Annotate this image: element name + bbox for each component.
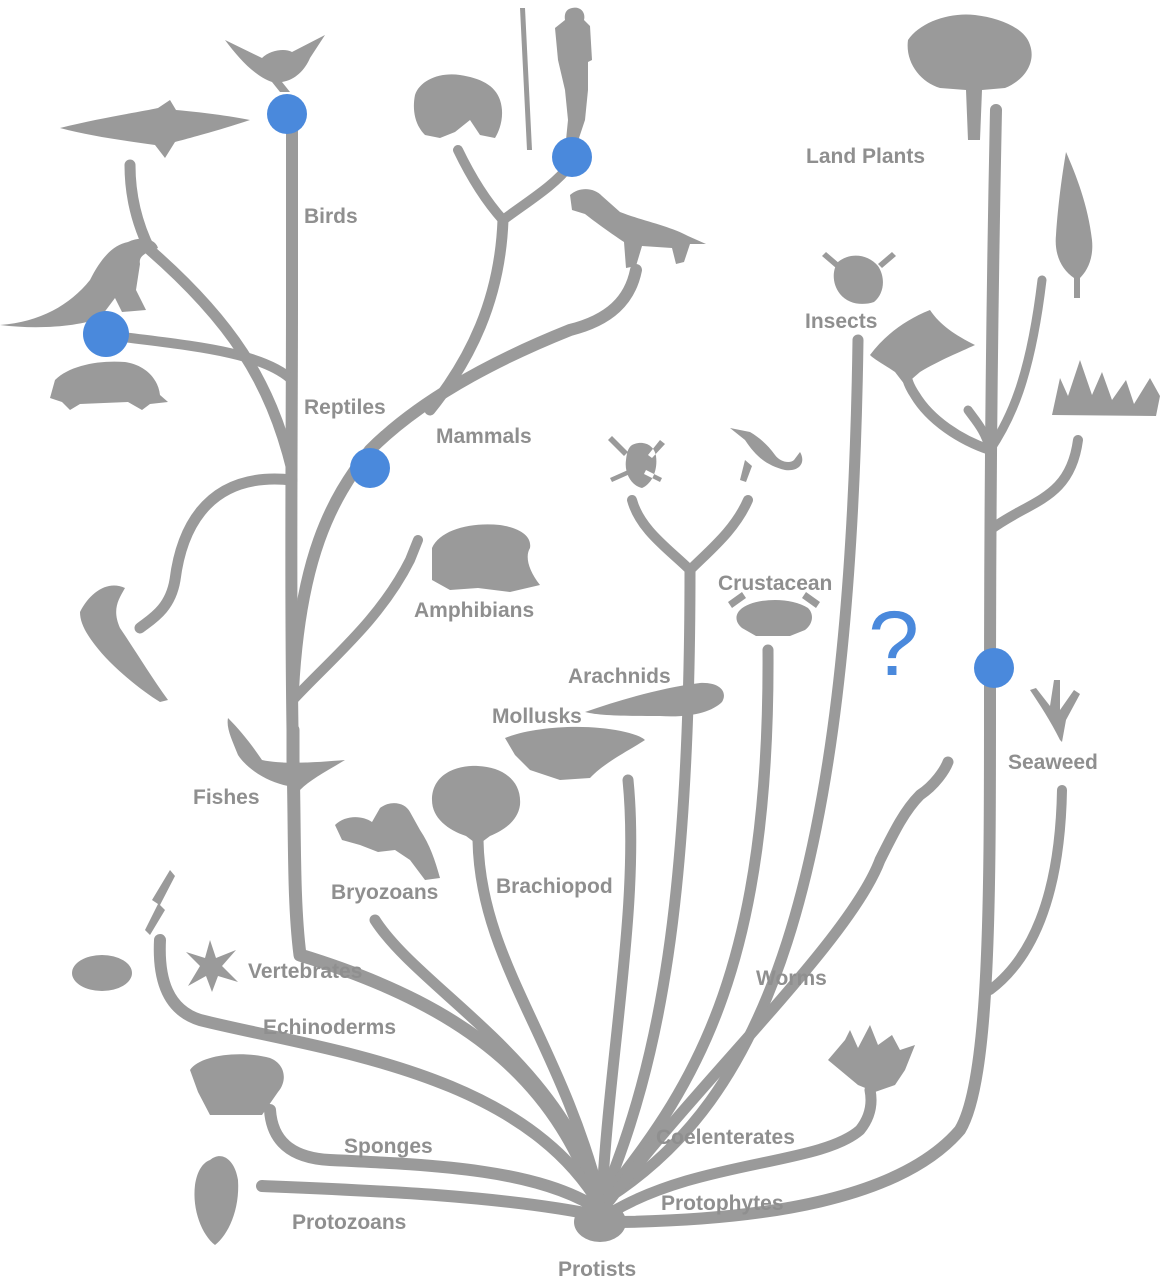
sponge-icon	[190, 1054, 284, 1115]
label-arachnids: Arachnids	[568, 665, 671, 688]
branch-worms	[604, 756, 954, 1206]
conifer-icon	[1055, 152, 1093, 298]
label-land-plants: Land Plants	[806, 145, 925, 168]
label-mammals: Mammals	[436, 425, 532, 448]
coelenterate-icon	[828, 1025, 915, 1092]
crab-icon	[728, 592, 820, 636]
branch-primates	[424, 214, 509, 416]
early-fish-icon	[80, 585, 168, 702]
marker-bird-node	[267, 94, 307, 134]
branch-reptiles	[124, 159, 298, 476]
branch-scorpion	[685, 495, 753, 575]
dinosaur-icon	[0, 238, 158, 328]
branch-early-plant	[963, 405, 995, 455]
label-mollusks: Mollusks	[492, 705, 582, 728]
label-worms: Worms	[756, 967, 827, 990]
taxon-labels: Birds Reptiles Mammals Amphibians Fishes…	[193, 145, 1098, 1281]
label-protists: Protists	[558, 1258, 636, 1281]
human-icon	[520, 7, 592, 151]
branch-protozoans	[256, 1180, 606, 1222]
label-bryozoans: Bryozoans	[331, 881, 438, 904]
seaweed-icon	[1030, 680, 1080, 742]
branch-bryozoans	[369, 914, 606, 1206]
branch-mammals	[287, 264, 642, 696]
marker-plant-node	[974, 648, 1014, 688]
label-sponges: Sponges	[344, 1135, 433, 1158]
beetle-icon	[822, 252, 896, 304]
label-crustacean: Crustacean	[718, 572, 832, 595]
label-fishes: Fishes	[193, 786, 260, 809]
branch-human	[498, 160, 575, 225]
spider-icon	[608, 436, 665, 488]
branches	[103, 104, 1083, 1242]
label-reptiles: Reptiles	[304, 396, 386, 419]
branch-echinoderms	[153, 934, 606, 1211]
turtle-icon	[50, 361, 168, 410]
label-amphibians: Amphibians	[414, 599, 534, 622]
branch-reptile-node	[103, 330, 297, 385]
gorilla-icon	[413, 74, 503, 138]
zebra-icon	[570, 189, 706, 268]
branch-early-fish	[134, 473, 298, 634]
fish-icon	[227, 718, 345, 804]
branch-plant-trunk	[984, 104, 1002, 706]
protozoan-icon	[194, 1156, 239, 1245]
label-seaweed: Seaweed	[1008, 751, 1098, 774]
label-birds: Birds	[304, 205, 358, 228]
nautiloid-icon	[585, 682, 724, 717]
marker-human-node	[552, 137, 592, 177]
label-protozoans: Protozoans	[292, 1211, 406, 1234]
branch-ape	[453, 145, 508, 225]
label-protophytes: Protophytes	[661, 1192, 784, 1215]
branch-protophytes	[614, 694, 996, 1228]
tree-icon	[907, 14, 1032, 140]
branch-spider	[627, 495, 695, 575]
branch-mollusks	[596, 774, 637, 1202]
highlight-markers: ?	[83, 94, 1014, 695]
bryozoan-icon	[335, 803, 440, 880]
label-vertebrates: Vertebrates	[248, 960, 362, 983]
crinoid-icon	[145, 870, 175, 935]
branch-crustacean	[600, 644, 774, 1202]
branch-coelenterates	[606, 1084, 877, 1218]
branch-conifer	[985, 275, 1047, 455]
branch-fern	[901, 360, 995, 455]
branch-insects	[602, 334, 864, 1204]
question-mark: ?	[868, 593, 919, 695]
branch-brachiopod	[472, 834, 606, 1204]
pterosaur-icon	[60, 100, 250, 158]
branch-seaweed	[985, 785, 1067, 995]
starfish-icon	[186, 940, 238, 992]
scorpion-icon	[730, 428, 803, 482]
branch-amphibians	[288, 535, 423, 705]
label-insects: Insects	[805, 310, 877, 333]
amphibian-icon	[432, 524, 540, 592]
echinoderm-blob-icon	[72, 955, 132, 991]
bird-icon	[225, 35, 325, 92]
marker-dinosaur-node	[83, 311, 129, 357]
mollusk-icon	[505, 726, 645, 780]
moss-icon	[1052, 360, 1160, 416]
organism-silhouettes	[0, 7, 1160, 1245]
branch-sponges	[264, 1104, 606, 1216]
branch-moss	[985, 435, 1083, 535]
marker-mammal-node	[350, 448, 390, 488]
label-brachiopod: Brachiopod	[496, 875, 613, 898]
brachiopod-icon	[432, 765, 521, 845]
label-echinoderms: Echinoderms	[263, 1016, 396, 1039]
label-coelenterates: Coelenterates	[656, 1126, 795, 1149]
fern-icon	[870, 310, 975, 385]
